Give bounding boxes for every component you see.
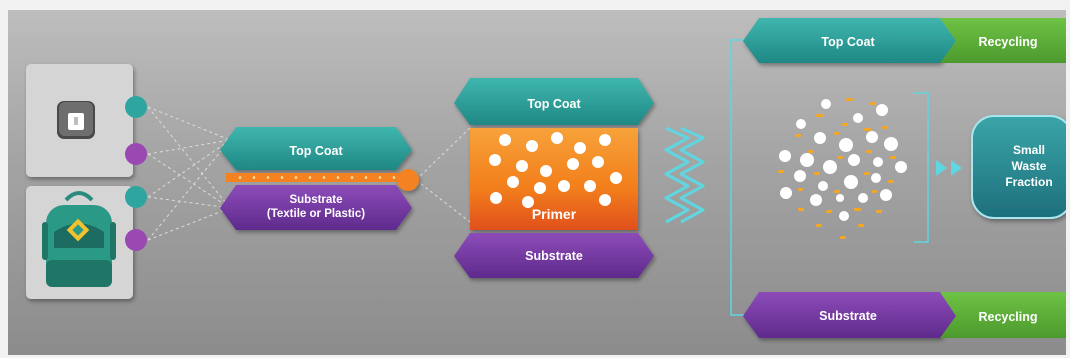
bottom-recycling-label: Recycling xyxy=(978,310,1037,324)
connector-dot-purple xyxy=(125,143,147,165)
connector-dot-purple xyxy=(125,229,147,251)
right-bracket xyxy=(730,39,744,316)
connector-dot-teal xyxy=(125,96,147,118)
phone-icon xyxy=(57,101,95,139)
connector-dot-teal xyxy=(125,186,147,208)
primer-label: Primer xyxy=(532,206,577,222)
left-top-coat-layer xyxy=(220,127,412,170)
left-adhesive-strip xyxy=(226,173,406,182)
left-substrate-label-line1: Substrate xyxy=(289,194,342,206)
small-waste-fraction-box xyxy=(971,115,1066,219)
middle-top-coat-layer xyxy=(454,78,654,125)
middle-substrate-label: Substrate xyxy=(525,249,583,263)
small-waste-label-line2: Waste xyxy=(1012,159,1047,173)
product-tile-backpack xyxy=(26,186,133,299)
waste-bracket xyxy=(914,92,929,243)
diagram-svg: Top Coat Substrate (Textile or Plastic) … xyxy=(26,18,1066,338)
middle-top-coat-label: Top Coat xyxy=(527,97,581,111)
small-waste-label-line1: Small xyxy=(1013,143,1045,157)
separation-zigzag-icon xyxy=(664,126,705,224)
backpack-icon xyxy=(42,191,116,287)
left-top-coat-label: Top Coat xyxy=(289,144,343,158)
primer-layer xyxy=(470,128,638,230)
left-substrate-layer xyxy=(220,185,412,230)
waste-particle-cloud xyxy=(778,98,907,239)
product-tile-phone xyxy=(26,64,133,177)
top-recycling-label: Recycling xyxy=(978,35,1037,49)
diagram-canvas: Top Coat Substrate (Textile or Plastic) … xyxy=(8,10,1066,355)
primer-particles xyxy=(489,132,622,208)
connector-dot-orange xyxy=(397,169,419,191)
top-recycling-band xyxy=(940,18,1066,63)
right-top-coat-label: Top Coat xyxy=(821,35,875,49)
right-top-coat-layer xyxy=(743,18,956,63)
connector-lines xyxy=(147,106,471,241)
bottom-recycling-band xyxy=(940,292,1066,338)
middle-substrate-layer xyxy=(454,233,654,278)
arrow-right-icon xyxy=(936,160,962,176)
right-substrate-layer xyxy=(743,292,956,338)
left-substrate-label-line2: (Textile or Plastic) xyxy=(267,208,365,220)
small-waste-label-line3: Fraction xyxy=(1005,175,1052,189)
right-substrate-label: Substrate xyxy=(819,309,877,323)
